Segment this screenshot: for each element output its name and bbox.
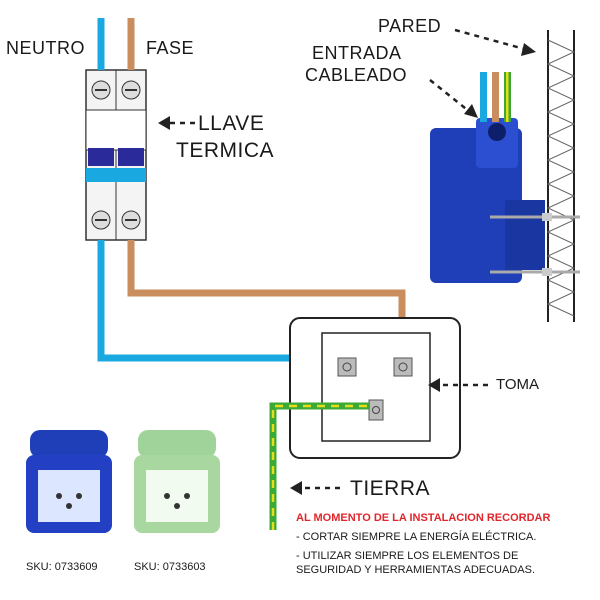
label-neutro: NEUTRO (6, 38, 85, 58)
sku-blue: SKU: 0733609 (26, 561, 98, 573)
product-blue-outlet (26, 430, 112, 533)
label-entrada: ENTRADA (312, 43, 402, 63)
label-cableado: CABLEADO (305, 65, 408, 85)
label-toma: TOMA (496, 376, 540, 393)
product-green-outlet (134, 430, 220, 533)
neutral-wire-out (97, 240, 348, 362)
arrow-entrada (429, 79, 471, 113)
sku-green: SKU: 0733603 (134, 561, 206, 573)
entry-cables (480, 72, 511, 122)
warning-line-2a: - UTILIZAR SIEMPRE LOS ELEMENTOS DE (296, 550, 519, 562)
warning-line-1: - CORTAR SIEMPRE LA ENERGÍA ELÉCTRICA. (296, 531, 537, 543)
label-pared: PARED (378, 16, 442, 36)
label-termica: TERMICA (176, 139, 274, 162)
label-llave: LLAVE (198, 112, 265, 135)
label-tierra: TIERRA (350, 477, 431, 500)
wall (546, 30, 576, 322)
outlet-plate (289, 317, 461, 459)
warning-line-2b: SEGURIDAD Y HERRAMIENTAS ADECUADAS. (296, 564, 535, 576)
circuit-breaker (85, 69, 147, 241)
junction-box-blue (430, 118, 580, 283)
label-fase: FASE (146, 38, 195, 58)
warning-title: AL MOMENTO DE LA INSTALACION RECORDAR (296, 512, 551, 524)
earth-wire (269, 402, 370, 530)
arrow-pared (454, 28, 529, 52)
